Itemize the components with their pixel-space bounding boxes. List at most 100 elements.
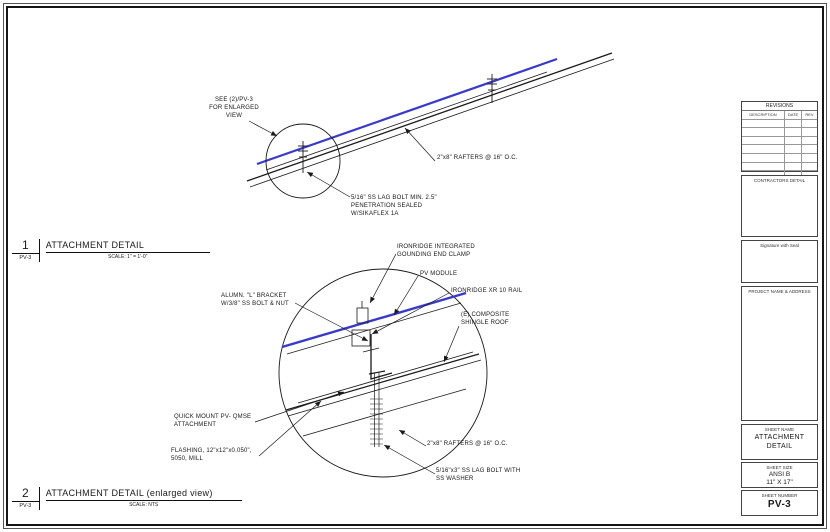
sheet-number-label: SHEET NUMBER xyxy=(761,493,798,498)
revisions-col-description: DESCRIPTION xyxy=(742,111,785,119)
revisions-col-date: DATE xyxy=(785,111,802,119)
detail-number-block: 1 PV-3 xyxy=(12,239,40,262)
lag-bolt-symbol xyxy=(487,74,497,103)
end-clamp-symbol xyxy=(356,307,369,324)
note-line: ALUMN. "L" BRACKET xyxy=(221,293,287,299)
note-line: QUICK MOUNT PV- QMSE xyxy=(174,414,252,420)
sheet-size-box: SHEET SIZE ANSI B 11" X 17" xyxy=(741,462,818,488)
leader-line xyxy=(404,127,436,162)
revision-row xyxy=(742,136,817,146)
detail-scale: SCALE: 1" = 1'-0" xyxy=(107,254,148,260)
detail-scale: SCALE: NTS xyxy=(129,502,159,508)
revision-row xyxy=(742,171,817,179)
sheet-size-value: 11" X 17" xyxy=(766,479,793,486)
sheet-size-label: SHEET SIZE xyxy=(766,465,793,470)
detail-title-block: ATTACHMENT DETAIL SCALE: 1" = 1'-0" xyxy=(40,239,210,261)
contractors-detail-label: CONTRACTORS DETAIL xyxy=(753,178,806,183)
revision-row xyxy=(742,128,817,137)
revision-row xyxy=(742,162,817,172)
label-shingle-roof: (E) COMPOSITE SHINGLE ROOF xyxy=(461,311,509,327)
detail2-drawing xyxy=(254,253,488,478)
note-line: 5/16" SS LAG BOLT MIN. 2.5" xyxy=(351,195,437,201)
bracket-bolt xyxy=(362,347,380,353)
note-line: FLASHING, 12"x12"x0.050", xyxy=(171,448,252,454)
label-lag-bolt-2: 5/16"x3" SS LAG BOLT WITH SS WASHER xyxy=(436,467,520,483)
leader-line xyxy=(369,253,397,304)
revision-row xyxy=(742,153,817,163)
leader-line xyxy=(398,429,427,447)
project-label: PROJECT NAME & ADDRESS xyxy=(748,289,811,294)
xr-rail-symbol xyxy=(351,329,371,347)
leader-line xyxy=(254,391,345,423)
label-quick-mount: QUICK MOUNT PV- QMSE ATTACHMENT xyxy=(174,413,251,429)
label-rafters-1: 2"x8" RAFTERS @ 16" O.C. xyxy=(437,155,518,161)
rail-line xyxy=(265,71,548,171)
roof-deck-line xyxy=(246,52,613,182)
revisions-header-row: DESCRIPTION DATE REV xyxy=(742,111,817,120)
sheet-name-box: SHEET NAME ATTACHMENT DETAIL xyxy=(741,424,818,460)
detail-number: 2 xyxy=(12,487,39,502)
note-line: SEE (2)/PV-3 xyxy=(214,97,254,103)
label-end-clamp: IRONRIDGE INTEGRATED GOUNDING END CLAMP xyxy=(397,243,475,259)
detail-number: 1 xyxy=(12,239,39,254)
project-box: PROJECT NAME & ADDRESS xyxy=(741,286,818,421)
note-line: SHINGLE ROOF xyxy=(461,320,509,326)
note-line: (E) COMPOSITE xyxy=(461,312,510,318)
leader-line xyxy=(258,400,322,457)
detail-sheet-ref: PV-3 xyxy=(19,255,32,261)
note-line: IRONRIDGE INTEGRATED xyxy=(397,244,475,250)
note-line: VIEW xyxy=(225,113,243,119)
roof-sheathing-line xyxy=(249,58,615,188)
note-line: W/SIKAFLEX 1A xyxy=(351,211,399,217)
revisions-table: REVISIONS DESCRIPTION DATE REV xyxy=(741,101,818,179)
detail-title-text: ATTACHMENT DETAIL (enlarged view) xyxy=(45,487,242,501)
roof-sheathing-line xyxy=(287,359,482,417)
note-line: 5/16"x3" SS LAG BOLT WITH xyxy=(436,468,521,474)
detail-sheet-ref: PV-3 xyxy=(19,503,32,509)
leader-line xyxy=(248,120,278,137)
pv-module-line xyxy=(256,57,558,166)
rafter-line xyxy=(302,388,467,437)
label-pv-module: PV MODULE xyxy=(420,271,458,277)
sheet-number-box: SHEET NUMBER PV-3 xyxy=(741,490,818,516)
detail1-drawing xyxy=(246,52,615,199)
pv-module-line xyxy=(281,291,467,349)
signature-box: Signature with Seal xyxy=(741,240,818,283)
note-line: SS WASHER xyxy=(436,476,474,482)
note-line: PENETRATION SEALED xyxy=(351,203,423,209)
label-xr-rail: IRONRIDGE XR 10 RAIL xyxy=(451,288,523,294)
signature-label: Signature with Seal xyxy=(760,243,799,248)
revision-row xyxy=(742,145,817,154)
leader-line xyxy=(393,275,419,316)
sheet-size-value: ANSI B xyxy=(768,471,791,478)
label-l-bracket: ALUMN. "L" BRACKET W/3/8" SS BOLT & NUT xyxy=(221,292,289,308)
label-lag-bolt-1: 5/16" SS LAG BOLT MIN. 2.5" PENETRATION … xyxy=(351,194,437,218)
note-line: GOUNDING END CLAMP xyxy=(397,252,471,258)
label-rafters-2: 2"x8" RAFTERS @ 16" O.C. xyxy=(427,441,508,447)
enlarged-view-circle xyxy=(278,268,488,478)
label-flashing: FLASHING, 12"x12"x0.050", 5050, MILL xyxy=(171,447,252,463)
sheet-name-label: SHEET NAME xyxy=(764,427,795,432)
detail2-title: 2 PV-3 ATTACHMENT DETAIL (enlarged view)… xyxy=(12,487,242,510)
detail-title-text: ATTACHMENT DETAIL xyxy=(45,239,210,253)
leader-line xyxy=(443,325,460,363)
sheet-number-value: PV-3 xyxy=(767,499,792,510)
leader-line xyxy=(383,444,436,475)
detail-title-block: ATTACHMENT DETAIL (enlarged view) SCALE:… xyxy=(40,487,242,509)
detail-reference-circle xyxy=(265,123,341,199)
note-line: W/3/8" SS BOLT & NUT xyxy=(221,301,289,307)
note-line: FOR ENLARGED xyxy=(209,105,259,111)
revisions-title: REVISIONS xyxy=(742,102,817,111)
sheet-border-inner xyxy=(6,6,824,526)
note-line: ATTACHMENT xyxy=(174,422,217,428)
contractors-detail-box: CONTRACTORS DETAIL xyxy=(741,175,818,237)
note-line: 5050, MILL xyxy=(171,456,204,462)
note-see-enlarged: SEE (2)/PV-3 FOR ENLARGED VIEW xyxy=(204,96,264,120)
sheet-name-value: ATTACHMENT xyxy=(754,434,805,441)
leader-line xyxy=(371,292,450,335)
detail1-title: 1 PV-3 ATTACHMENT DETAIL SCALE: 1" = 1'-… xyxy=(12,239,210,262)
sheet-name-value: DETAIL xyxy=(766,443,793,450)
lag-bolt-symbol xyxy=(368,370,386,447)
